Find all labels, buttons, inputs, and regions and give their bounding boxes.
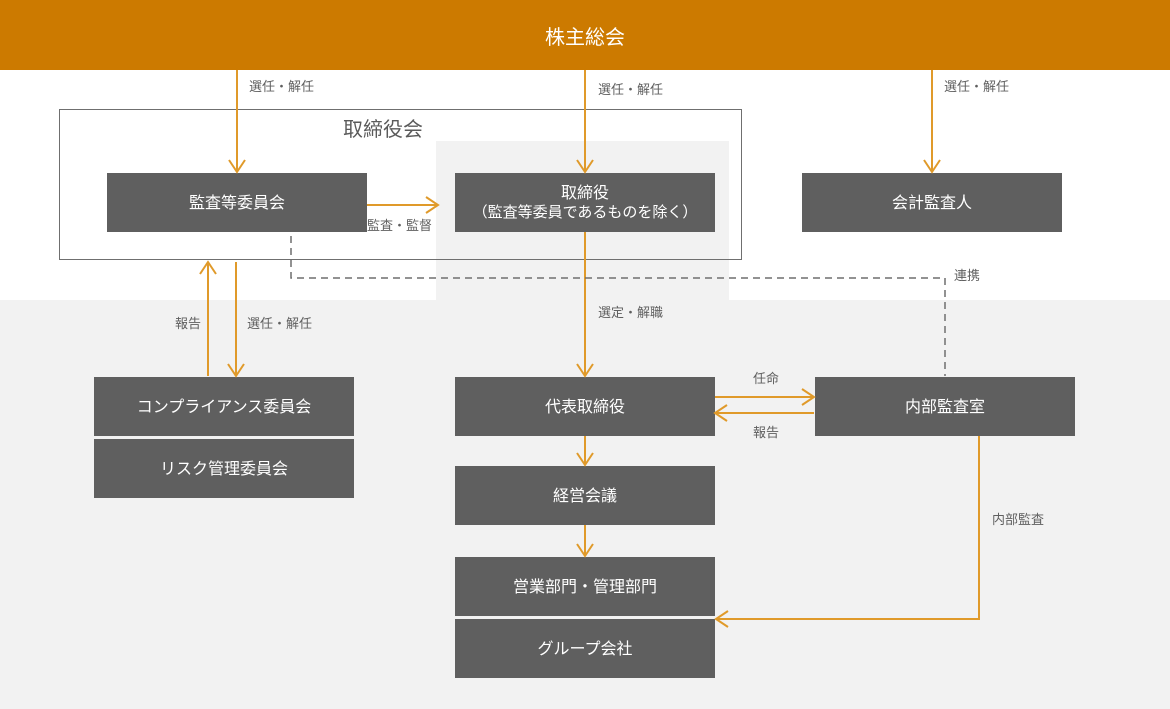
shareholders-meeting-header: 株主総会 bbox=[0, 0, 1170, 70]
departments-box: 営業部門・管理部門 bbox=[455, 557, 715, 616]
representative-director-label: 代表取締役 bbox=[544, 396, 625, 416]
directors-sublabel: （監査等委員であるものを除く） bbox=[472, 203, 698, 221]
audit-committee-label: 監査等委員会 bbox=[188, 192, 285, 212]
arrowhead-report-up bbox=[199, 260, 217, 275]
departments-label: 営業部門・管理部門 bbox=[512, 576, 657, 596]
label-report-left: 報告 bbox=[175, 317, 202, 332]
shareholders-meeting-label: 株主総会 bbox=[545, 24, 625, 49]
compliance-committee-label: コンプライアンス委員会 bbox=[136, 396, 312, 416]
representative-director-box: 代表取締役 bbox=[455, 377, 715, 436]
label-elect-dismiss-right: 選任・解任 bbox=[944, 80, 1010, 95]
label-select-dismiss: 選定・解職 bbox=[598, 306, 664, 321]
arrowhead-accounting-auditor bbox=[923, 159, 941, 174]
audit-committee-box: 監査等委員会 bbox=[107, 173, 367, 232]
label-cooperation: 連携 bbox=[954, 269, 981, 284]
accounting-auditor-label: 会計監査人 bbox=[891, 192, 972, 212]
directors-box: 取締役 （監査等委員であるものを除く） bbox=[455, 173, 715, 232]
label-report-right: 報告 bbox=[753, 426, 780, 441]
risk-committee-box: リスク管理委員会 bbox=[94, 439, 354, 498]
accounting-auditor-box: 会計監査人 bbox=[802, 173, 1062, 232]
risk-committee-label: リスク管理委員会 bbox=[159, 458, 288, 478]
label-appoint: 任命 bbox=[753, 372, 780, 387]
compliance-committee-box: コンプライアンス委員会 bbox=[94, 377, 354, 436]
management-meeting-label: 経営会議 bbox=[552, 485, 617, 505]
label-audit-supervise: 監査・監督 bbox=[367, 219, 433, 234]
group-companies-label: グループ会社 bbox=[537, 638, 633, 658]
label-elect-dismiss-center: 選任・解任 bbox=[598, 83, 664, 98]
label-elect-dismiss-committee: 選任・解任 bbox=[247, 317, 313, 332]
management-meeting-box: 経営会議 bbox=[455, 466, 715, 525]
directors-label: 取締役 bbox=[560, 183, 609, 202]
group-companies-box: グループ会社 bbox=[455, 619, 715, 678]
internal-audit-office-label: 内部監査室 bbox=[904, 396, 985, 416]
internal-audit-office-box: 内部監査室 bbox=[815, 377, 1075, 436]
label-elect-dismiss-left: 選任・解任 bbox=[249, 80, 315, 95]
board-of-directors-title: 取締役会 bbox=[343, 117, 423, 141]
label-internal-audit: 内部監査 bbox=[992, 513, 1045, 528]
